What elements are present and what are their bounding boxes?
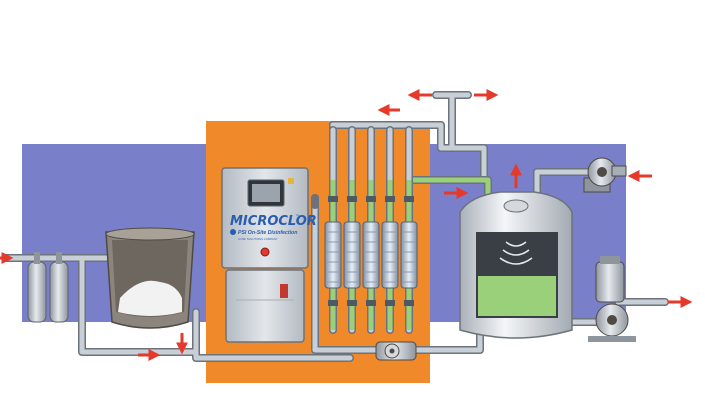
brand-sub-name: PSI On-Site Disinfection [238,230,297,236]
power-unit [225,269,305,343]
water-softener-cylinders [27,252,69,323]
salt-brine-tank [105,227,195,329]
flow-arrows [0,89,693,361]
psi-swirl-logo [230,229,236,235]
brand-tagline: A NSF SOLUTIONS COMPANY [238,237,278,241]
brand-name: MICROCLOR [230,214,317,229]
storage-tank [459,191,573,339]
air-blower [583,157,627,193]
booster-pump [588,256,636,342]
brand-trademark: ™ [295,214,300,220]
metering-pump [375,341,417,361]
electrolytic-cells [324,126,418,334]
cabinet-indicator-light [260,247,270,257]
control-cabinet: MICROCLOR ™ PSI On-Site Disinfection A N… [221,167,317,343]
